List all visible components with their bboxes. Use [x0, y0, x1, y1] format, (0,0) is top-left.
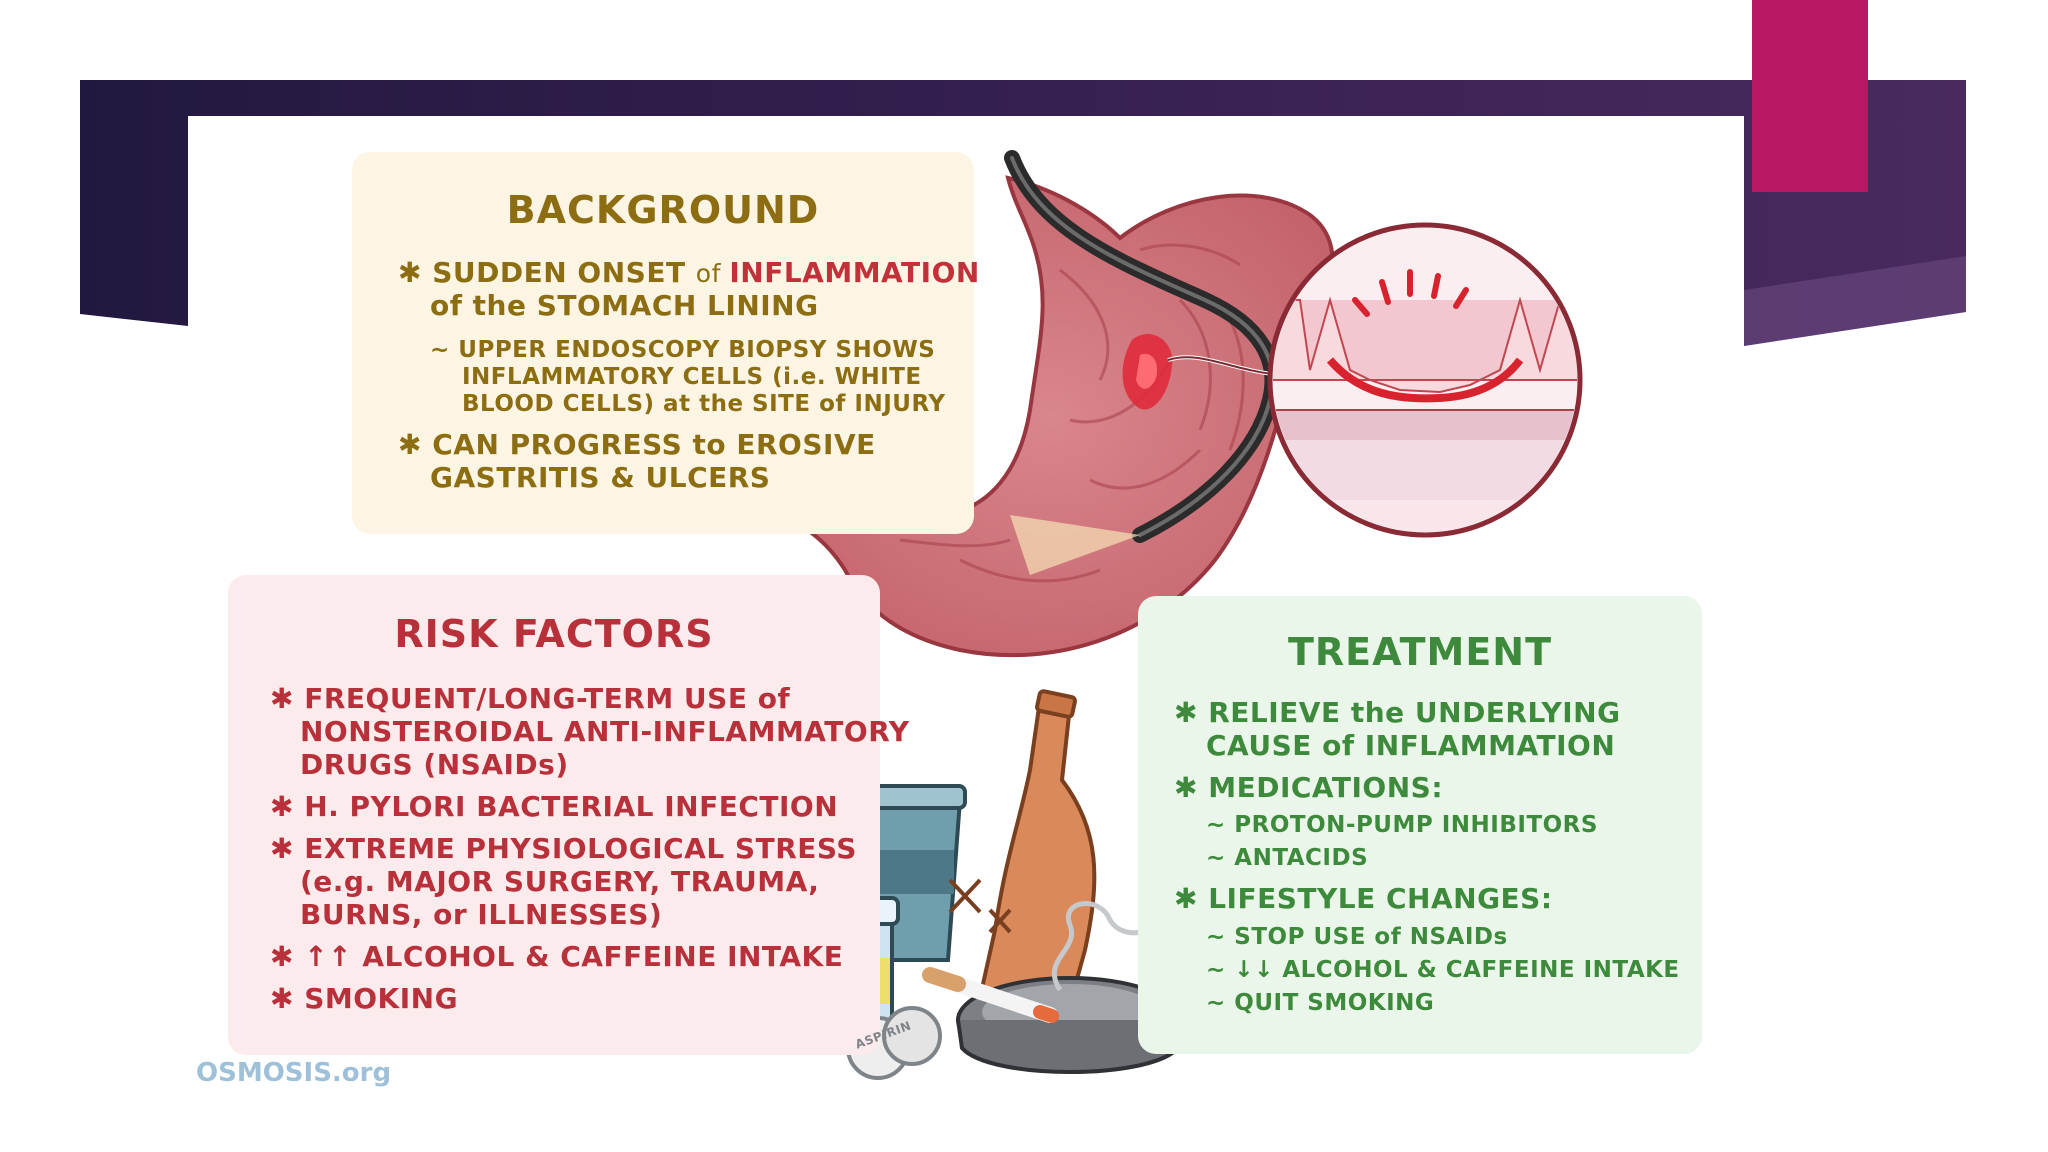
- tilde-bullet-icon: ~: [1206, 957, 1226, 983]
- bullet-icon: ✱: [270, 682, 294, 715]
- risk-line-9: ✱ SMOKING: [270, 982, 459, 1015]
- accent-corner-tab: [1752, 0, 1868, 192]
- treatment-line-4: ~ PROTON-PUMP INHIBITORS: [1206, 812, 1598, 838]
- treatment-panel: [1138, 596, 1702, 1054]
- background-line-2: of the STOMACH LINING: [430, 289, 819, 322]
- background-line-5: BLOOD CELLS) at the SITE of INJURY: [462, 391, 946, 417]
- risk-factors-heading: RISK FACTORS: [394, 612, 714, 656]
- bullet-icon: ✱: [398, 256, 422, 289]
- bullet-icon: ✱: [398, 428, 422, 461]
- treatment-line-1: ✱ RELIEVE the UNDERLYING: [1174, 696, 1621, 729]
- background-heading: BACKGROUND: [506, 188, 820, 232]
- treatment-line-9: ~ QUIT SMOKING: [1206, 990, 1435, 1016]
- tilde-bullet-icon: ~: [1206, 845, 1226, 871]
- treatment-line-2: CAUSE of INFLAMMATION: [1206, 729, 1616, 762]
- risk-line-4: ✱ H. PYLORI BACTERIAL INFECTION: [270, 790, 839, 823]
- tilde-bullet-icon: ~: [1206, 990, 1226, 1016]
- bullet-icon: ✱: [270, 790, 294, 823]
- risk-line-1: ✱ FREQUENT/LONG-TERM USE of: [270, 682, 791, 715]
- tilde-bullet-icon: ~: [430, 337, 450, 363]
- risk-line-2: NONSTEROIDAL ANTI-INFLAMMATORY: [300, 715, 910, 748]
- bullet-icon: ✱: [270, 832, 294, 865]
- risk-line-7: BURNS, or ILLNESSES): [300, 898, 663, 931]
- background-line-6: ✱ CAN PROGRESS to EROSIVE: [398, 428, 876, 461]
- bullet-icon: ✱: [1174, 696, 1198, 729]
- treatment-line-5: ~ ANTACIDS: [1206, 845, 1369, 871]
- risk-line-5: ✱ EXTREME PHYSIOLOGICAL STRESS: [270, 832, 857, 865]
- background-line-3: ~ UPPER ENDOSCOPY BIOPSY SHOWS: [430, 337, 936, 363]
- treatment-line-6: ✱ LIFESTYLE CHANGES:: [1174, 882, 1553, 915]
- risk-line-3: DRUGS (NSAIDs): [300, 748, 569, 781]
- treatment-line-7: ~ STOP USE of NSAIDs: [1206, 924, 1508, 950]
- treatment-heading: TREATMENT: [1287, 630, 1552, 674]
- bullet-icon: ✱: [270, 982, 294, 1015]
- background-line-1: ✱ SUDDEN ONSET of INFLAMMATION: [398, 256, 980, 289]
- bullet-icon: ✱: [1174, 771, 1198, 804]
- tilde-bullet-icon: ~: [1206, 924, 1226, 950]
- bullet-icon: ✱: [270, 940, 294, 973]
- background-panel: [352, 152, 974, 534]
- bullet-icon: ✱: [1174, 882, 1198, 915]
- background-line-7: GASTRITIS & ULCERS: [430, 461, 771, 494]
- osmosis-logo: OSMOSIS.org: [196, 1058, 392, 1088]
- tilde-bullet-icon: ~: [1206, 812, 1226, 838]
- magnified-tissue-illustration: [1267, 222, 1583, 538]
- treatment-line-8: ~ ↓↓ ALCOHOL & CAFFEINE INTAKE: [1206, 957, 1680, 983]
- stomach-illustration: [767, 150, 1335, 658]
- background-line-4: INFLAMMATORY CELLS (i.e. WHITE: [462, 364, 922, 390]
- risk-line-8: ✱ ↑↑ ALCOHOL & CAFFEINE INTAKE: [270, 940, 844, 973]
- risk-line-6: (e.g. MAJOR SURGERY, TRAUMA,: [300, 865, 820, 898]
- risk-factors-panel: [228, 575, 880, 1055]
- treatment-line-3: ✱ MEDICATIONS:: [1174, 771, 1444, 804]
